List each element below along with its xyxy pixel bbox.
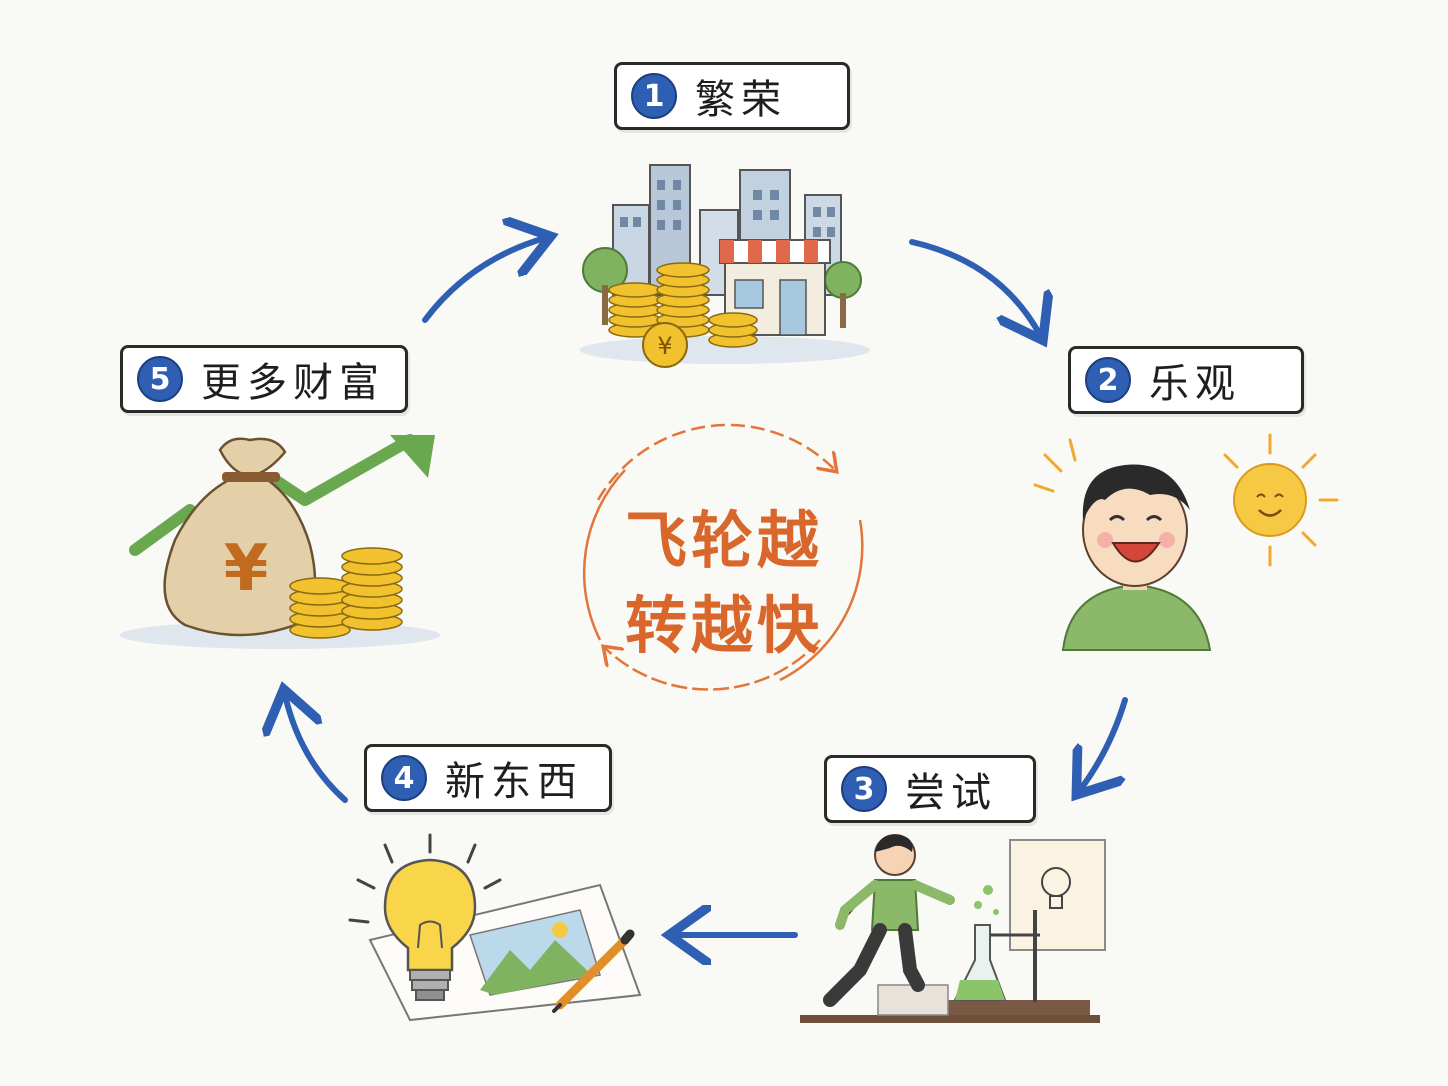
person-experiment-icon xyxy=(800,834,1106,1023)
happy-person-sun-icon xyxy=(1033,433,1339,651)
center-circle-arrow-top xyxy=(596,423,835,501)
money-bag-growth-icon: ¥ xyxy=(120,434,440,649)
step-1-badge: 1 xyxy=(631,73,677,119)
step-5-text: 更多财富 xyxy=(201,360,385,406)
center-title-line-2: 转越快 xyxy=(624,589,823,662)
arrow-5-to-1 xyxy=(422,238,545,323)
arrow-4-to-5 xyxy=(285,695,348,803)
step-1-label: 1 繁荣 xyxy=(614,62,850,130)
lightbulb-sketch-icon xyxy=(348,833,642,1022)
step-4-label: 4 新东西 xyxy=(364,744,612,812)
step-2-label: 2 乐观 xyxy=(1068,346,1304,414)
arrow-2-to-3 xyxy=(1080,697,1128,790)
center-circle-arrow-bottom xyxy=(605,639,821,691)
step-3-text: 尝试 xyxy=(905,770,997,816)
step-1-text: 繁荣 xyxy=(695,77,787,123)
step-4-badge: 4 xyxy=(381,755,427,801)
step-3-badge: 3 xyxy=(841,766,887,812)
step-2-badge: 2 xyxy=(1085,357,1131,403)
coin-symbol-5: ¥ xyxy=(224,532,269,606)
arrow-1-to-2 xyxy=(909,239,1040,335)
coin-symbol-1: ¥ xyxy=(657,332,672,360)
step-5-badge: 5 xyxy=(137,356,183,402)
center-circle-arrow-right xyxy=(779,519,864,682)
center-title-line-1: 飞轮越 xyxy=(624,504,823,577)
step-2-text: 乐观 xyxy=(1149,361,1241,407)
step-3-label: 3 尝试 xyxy=(824,755,1036,823)
step-4-text: 新东西 xyxy=(445,759,583,805)
step-5-label: 5 更多财富 xyxy=(120,345,408,413)
city-prosperity-icon: ¥ xyxy=(580,164,870,368)
center-circle-arrow-left xyxy=(582,469,626,641)
